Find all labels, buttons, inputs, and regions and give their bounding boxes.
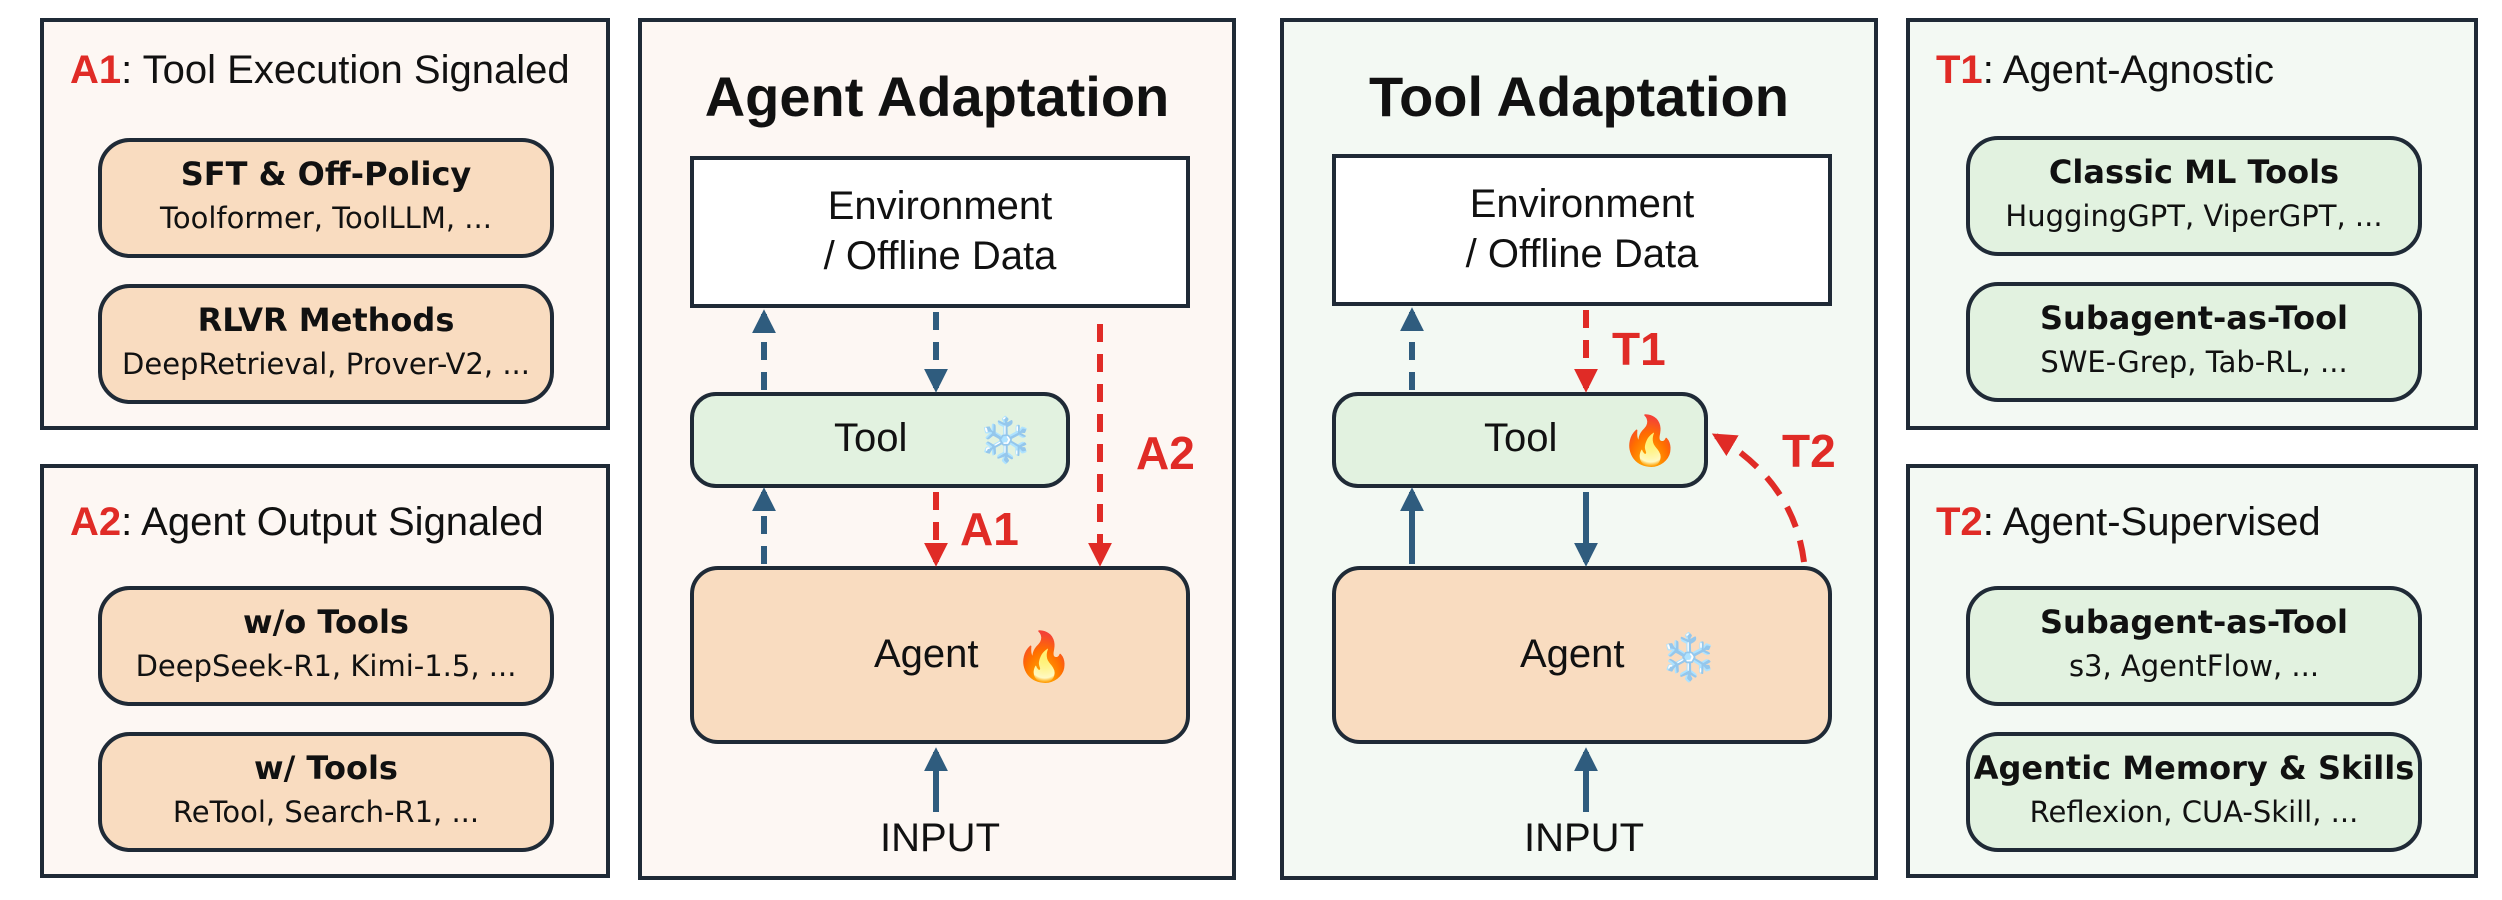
t2-signal-label: T2 <box>1782 425 1836 477</box>
a2-panel-title: A2: Agent Output Signaled <box>70 500 544 545</box>
card-subtitle: DeepRetrieval, Prover-V2, ... <box>122 347 530 381</box>
a1-panel-title: A1: Tool Execution Signaled <box>70 48 570 93</box>
a1-card-sft: SFT & Off-Policy Toolformer, ToolLLM, ..… <box>98 138 554 258</box>
agent-tool-box: Tool ❄️ <box>690 392 1070 488</box>
a1-card-rlvr: RLVR Methods DeepRetrieval, Prover-V2, .… <box>98 284 554 404</box>
card-subtitle: SWE-Grep, Tab-RL, ... <box>2040 345 2348 379</box>
card-title: w/ Tools <box>254 749 398 787</box>
t1-panel-title: T1: Agent-Agnostic <box>1936 48 2274 93</box>
a2-key: A2 <box>70 500 122 544</box>
tool-adaptation-panel: Tool Adaptation Environment / Offline Da… <box>1280 18 1878 880</box>
card-title: Subagent-as-Tool <box>2039 299 2349 337</box>
card-title: RLVR Methods <box>197 301 455 339</box>
card-title: Classic ML Tools <box>2048 153 2340 191</box>
tool-adaptation-title: Tool Adaptation <box>1369 65 1789 128</box>
tool-env-box: Environment / Offline Data <box>1332 154 1832 306</box>
fire-icon: 🔥 <box>1014 631 1074 684</box>
t2-category-panel: T2: Agent-Supervised Subagent-as-Tool s3… <box>1906 464 2478 878</box>
t2-card-memory-skills: Agentic Memory & Skills Reflexion, CUA-S… <box>1966 732 2422 852</box>
t1-category-panel: T1: Agent-Agnostic Classic ML Tools Hugg… <box>1906 18 2478 430</box>
agent-adaptation-panel: Agent Adaptation Environment / Offline D… <box>638 18 1236 880</box>
t1-key: T1 <box>1936 48 1983 92</box>
a1-title-text: : Tool Execution Signaled <box>121 48 570 92</box>
agent-agent-box: Agent 🔥 <box>690 566 1190 744</box>
t2-card-subagent: Subagent-as-Tool s3, AgentFlow, ... <box>1966 586 2422 706</box>
env-line-1: Environment <box>827 184 1053 228</box>
env-line-1: Environment <box>1469 182 1695 226</box>
tool-agent-box: Agent ❄️ <box>1332 566 1832 744</box>
tool-adaptation-arrows <box>1400 307 1807 812</box>
agent-input-label: INPUT <box>880 816 1000 860</box>
agent-label: Agent <box>1520 632 1625 676</box>
tool-tool-box: Tool 🔥 <box>1332 392 1708 488</box>
a1-category-panel: A1: Tool Execution Signaled SFT & Off-Po… <box>40 18 610 430</box>
card-subtitle: Toolformer, ToolLLM, ... <box>160 201 492 235</box>
agent-adaptation-arrows <box>752 309 1112 812</box>
a2-title-text: : Agent Output Signaled <box>121 500 544 544</box>
card-title: SFT & Off-Policy <box>180 155 472 193</box>
card-subtitle: Reflexion, CUA-Skill, ... <box>2029 795 2359 829</box>
card-subtitle: s3, AgentFlow, ... <box>2068 649 2320 683</box>
card-subtitle: DeepSeek-R1, Kimi-1.5, ... <box>135 649 517 683</box>
tool-label: Tool <box>834 416 908 460</box>
agent-env-box: Environment / Offline Data <box>690 156 1190 308</box>
t2-key: T2 <box>1936 500 1983 544</box>
tool-input-label: INPUT <box>1524 816 1644 860</box>
agent-label: Agent <box>874 632 979 676</box>
env-line-2: / Offline Data <box>823 234 1057 278</box>
a1-signal-label: A1 <box>960 503 1019 555</box>
t2-title-text: : Agent-Supervised <box>1982 500 2321 544</box>
card-title: w/o Tools <box>243 603 409 641</box>
a2-card-without-tools: w/o Tools DeepSeek-R1, Kimi-1.5, ... <box>98 586 554 706</box>
env-line-2: / Offline Data <box>1465 232 1699 276</box>
a1-key: A1 <box>70 48 122 92</box>
t2-signal-arrow <box>1711 433 1807 563</box>
a2-card-with-tools: w/ Tools ReTool, Search-R1, ... <box>98 732 554 852</box>
t1-card-classic-ml: Classic ML Tools HuggingGPT, ViperGPT, .… <box>1966 136 2422 256</box>
a2-signal-label: A2 <box>1136 427 1195 479</box>
t1-signal-label: T1 <box>1612 323 1666 375</box>
fire-icon: 🔥 <box>1620 415 1680 468</box>
card-subtitle: ReTool, Search-R1, ... <box>172 795 480 829</box>
snowflake-icon: ❄️ <box>978 416 1033 465</box>
tool-label: Tool <box>1484 416 1558 460</box>
card-subtitle: HuggingGPT, ViperGPT, ... <box>2005 199 2383 233</box>
snowflake-icon: ❄️ <box>1660 631 1718 683</box>
agent-adaptation-title: Agent Adaptation <box>704 65 1170 128</box>
card-title: Agentic Memory & Skills <box>1973 749 2415 787</box>
card-title: Subagent-as-Tool <box>2039 603 2349 641</box>
t2-panel-title: T2: Agent-Supervised <box>1936 500 2321 545</box>
t1-title-text: : Agent-Agnostic <box>1982 48 2274 92</box>
t1-card-subagent: Subagent-as-Tool SWE-Grep, Tab-RL, ... <box>1966 282 2422 402</box>
a2-category-panel: A2: Agent Output Signaled w/o Tools Deep… <box>40 464 610 878</box>
